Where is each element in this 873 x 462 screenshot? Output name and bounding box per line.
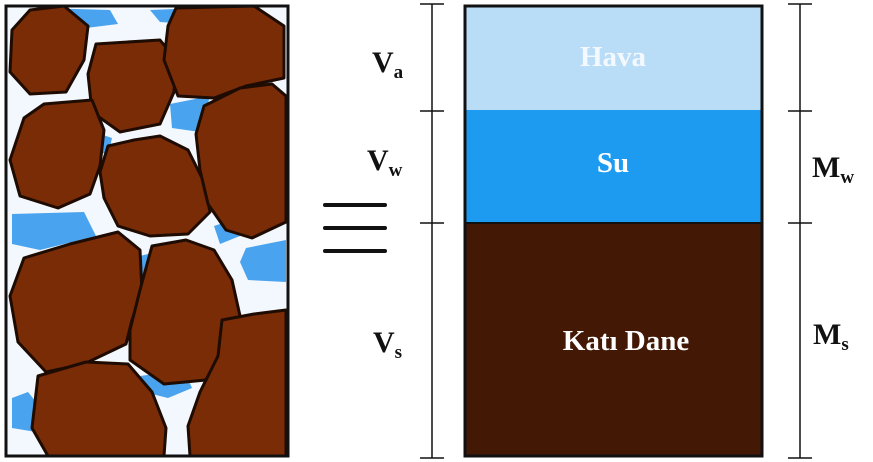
- volume-label-air: Va: [372, 46, 404, 83]
- phase-label-air: Hava: [580, 41, 647, 73]
- soil-grain: [8, 98, 106, 210]
- volume-label-water: Vw: [367, 144, 403, 181]
- phase-block: Hava Su Katı Dane: [463, 4, 764, 458]
- soil-sample-frame: [4, 4, 290, 458]
- phase-label-solid: Katı Dane: [563, 325, 690, 357]
- phase-label-water: Su: [597, 147, 629, 179]
- phase-solid: [465, 223, 762, 455]
- soil-grain: [194, 82, 288, 240]
- equivalence-symbol: [323, 203, 387, 253]
- mass-label-solid: Ms: [813, 318, 849, 355]
- volume-label-solid: Vs: [373, 326, 402, 363]
- soil-grain: [8, 4, 90, 96]
- pore-water-patch: [12, 212, 96, 250]
- phase-block-frame: [463, 4, 764, 458]
- mass-label-water: Mw: [812, 151, 854, 188]
- phase-air: [465, 6, 762, 110]
- pore-water-patch: [240, 240, 286, 282]
- soil-grain: [30, 360, 168, 458]
- volume-dimension-line: [420, 3, 444, 459]
- mass-dimension-line: [788, 3, 812, 459]
- soil-grain: [98, 134, 212, 238]
- phase-water: [465, 110, 762, 223]
- soil-sample-illustration: [4, 4, 290, 458]
- soil-grains: [8, 4, 288, 458]
- soil-grain: [86, 38, 178, 134]
